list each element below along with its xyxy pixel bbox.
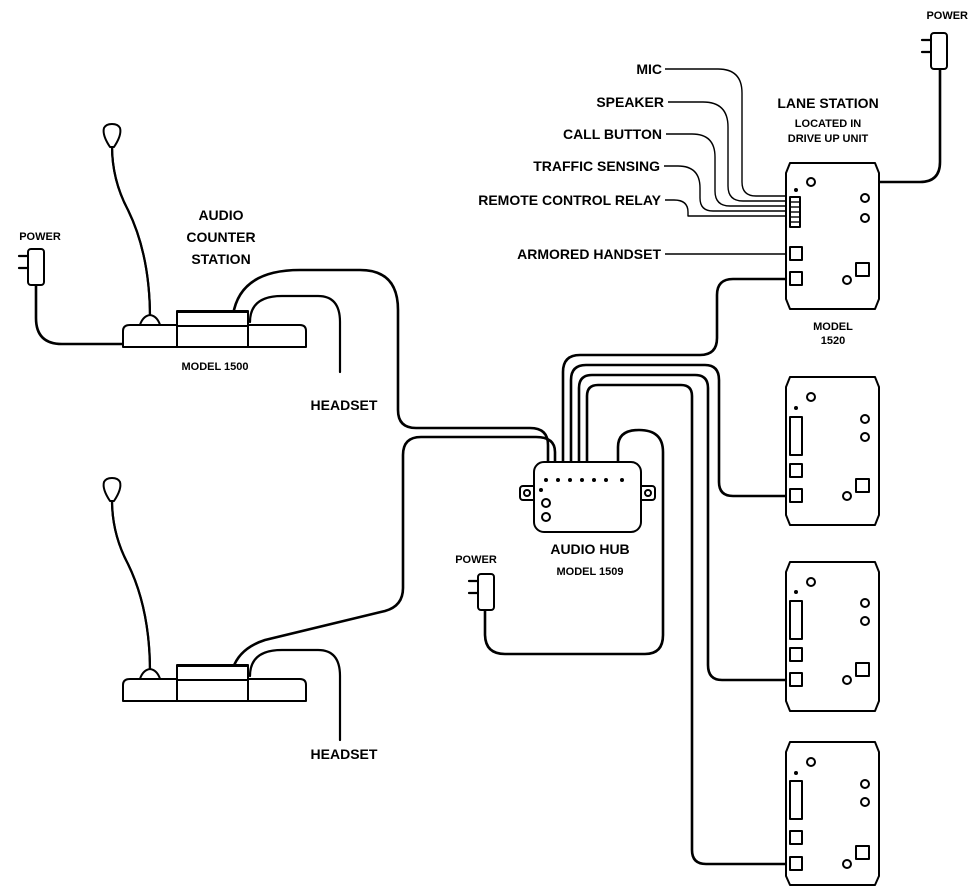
cable-headset-1	[248, 294, 342, 374]
audio-counter-label-2: COUNTER	[186, 229, 255, 245]
diagram-labels: POWER MIC SPEAKER CALL BUTTON TRAFFIC SE…	[19, 10, 968, 762]
remote-control-relay-label: REMOTE CONTROL RELAY	[478, 192, 661, 208]
leader-speaker	[668, 101, 790, 202]
leader-call-button	[666, 133, 790, 207]
headset-label-2: HEADSET	[311, 746, 378, 762]
cable-headset-2	[248, 648, 342, 742]
terminal-leaders	[664, 68, 790, 255]
call-button-label: CALL BUTTON	[563, 126, 662, 142]
speaker-label: SPEAKER	[596, 94, 664, 110]
lane-station-4	[785, 741, 880, 886]
lane-station-title: LANE STATION	[777, 95, 878, 111]
lane-station-3	[785, 561, 880, 712]
cable-counter-1-power	[34, 280, 127, 346]
leader-traffic-sensing	[664, 165, 790, 212]
cable-counter-2-to-hub	[231, 435, 557, 670]
power-label-hub: POWER	[455, 554, 497, 566]
cable-counter-1-to-hub	[231, 268, 550, 464]
power-label-left: POWER	[19, 231, 61, 243]
lane-station-sub1: LOCATED IN	[795, 118, 861, 130]
cables	[34, 68, 942, 866]
headset-label-1: HEADSET	[311, 397, 378, 413]
power-label-top: POWER	[926, 10, 968, 22]
cable-hub-to-lane-2	[569, 363, 792, 498]
power-adapter-top-right	[920, 32, 948, 70]
audio-counter-station-1	[102, 123, 307, 348]
power-adapter-hub	[467, 573, 495, 611]
traffic-sensing-label: TRAFFIC SENSING	[533, 158, 660, 174]
cable-hub-to-lane-4	[585, 383, 792, 866]
audio-counter-label-3: STATION	[191, 251, 250, 267]
counter-model-label: MODEL 1500	[181, 361, 248, 373]
power-adapter-left	[17, 248, 45, 286]
armored-handset-label: ARMORED HANDSET	[517, 246, 661, 262]
cable-lane-1-power	[814, 68, 942, 184]
audio-counter-label-1: AUDIO	[198, 207, 243, 223]
lane-station-2	[785, 376, 880, 526]
leader-mic	[665, 68, 790, 197]
cable-hub-power	[483, 428, 665, 656]
audio-hub	[519, 461, 656, 533]
leader-remote-control-relay	[665, 199, 790, 217]
mic-label: MIC	[636, 61, 662, 77]
lane-station-sub2: DRIVE UP UNIT	[788, 133, 869, 145]
lane-model-line2: 1520	[821, 335, 845, 347]
audio-counter-station-2	[102, 477, 307, 702]
cable-hub-to-lane-3	[577, 373, 792, 682]
audio-hub-model: MODEL 1509	[556, 566, 623, 578]
cable-hub-to-lane-1	[561, 277, 792, 464]
lane-station-1	[785, 162, 880, 310]
lane-model-line1: MODEL	[813, 321, 853, 333]
audio-hub-title: AUDIO HUB	[550, 541, 629, 557]
